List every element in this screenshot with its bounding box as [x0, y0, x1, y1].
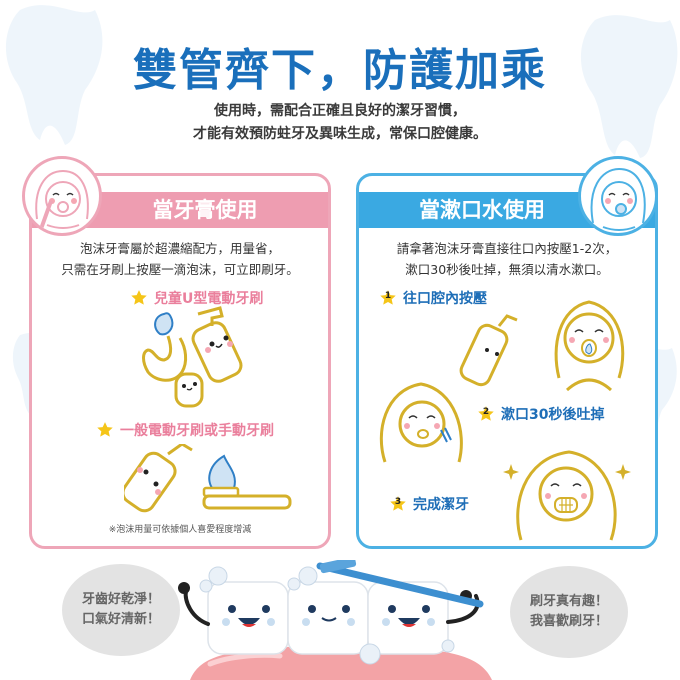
- star-number-icon: 2: [477, 405, 495, 423]
- clean-teeth-smile-illustration: [503, 450, 631, 541]
- bubble-left-line-2: 口氣好清新！: [81, 612, 160, 627]
- girl-brushing-avatar: [22, 156, 102, 236]
- mouthwash-desc-line-2: 漱口30秒後吐掉，無須以清水漱口。: [405, 262, 609, 277]
- mouthwash-card-description: 請拿著泡沫牙膏直接往口內按壓1-2次， 漱口30秒後吐掉，無須以清水漱口。: [359, 238, 655, 280]
- item-label: 兒童U型電動牙刷: [154, 291, 264, 307]
- bubble-right-line-2: 我喜歡刷牙！: [529, 614, 608, 629]
- bubble-left-line-1: 牙齒好乾淨！: [81, 592, 160, 607]
- happy-teeth-illustration: [178, 560, 492, 680]
- step-2: 2 漱口30秒後吐掉: [477, 404, 604, 424]
- step-label: 漱口30秒後吐掉: [501, 407, 605, 423]
- foam-amount-note: ※泡沫用量可依據個人喜愛程度增減: [108, 525, 252, 535]
- background-tooth-icon: [580, 15, 678, 158]
- step-label: 完成潔牙: [413, 497, 469, 513]
- background-tooth-icon: [5, 5, 103, 146]
- bubble-right-line-1: 刷牙真有趣！: [529, 594, 608, 609]
- mouthwash-usage-card: 當漱口水使用 請拿著泡沫牙膏直接往口內按壓1-2次， 漱口30秒後吐掉，無須以清…: [356, 173, 658, 549]
- press-into-mouth-illustration: [459, 300, 625, 392]
- step-1: 1 往口腔內按壓: [379, 288, 487, 308]
- general-brush-item: 一般電動牙刷或手動牙刷: [96, 420, 274, 440]
- speech-bubble-right: 刷牙真有趣！ 我喜歡刷牙！: [510, 566, 628, 658]
- mouthwash-desc-line-1: 請拿著泡沫牙膏直接往口內按壓1-2次，: [396, 241, 618, 256]
- star-icon: [130, 289, 148, 307]
- page-title: 雙管齊下，防護加乘: [133, 45, 547, 96]
- rinse-spit-illustration: [379, 382, 463, 463]
- step-label: 往口腔內按壓: [403, 291, 487, 307]
- toothpaste-desc-line-1: 泡沫牙膏屬於超濃縮配方，用量省，: [79, 241, 280, 256]
- star-icon: [96, 421, 114, 439]
- girl-brushing-icon: [35, 169, 89, 230]
- speech-bubble-left: 牙齒好乾淨！ 口氣好清新！: [62, 564, 180, 656]
- star-number-icon: 3: [389, 495, 407, 513]
- kids-u-brush-item: 兒童U型電動牙刷: [130, 288, 263, 308]
- page-subtitle: 使用時，需配合正確且良好的潔牙習慣， 才能有效預防蛀牙及異味生成，常保口腔健康。: [0, 100, 680, 146]
- toothpaste-card-description: 泡沫牙膏屬於超濃縮配方，用量省， 只需在牙刷上按壓一滴泡沫，可立即刷牙。: [32, 238, 328, 280]
- item-label: 一般電動牙刷或手動牙刷: [120, 423, 274, 439]
- star-number-icon: 1: [379, 289, 397, 307]
- u-brush-bottle-illustration: [142, 306, 243, 408]
- toothpaste-desc-line-2: 只需在牙刷上按壓一滴泡沫，可立即刷牙。: [61, 262, 299, 277]
- girl-mouthwash-icon: [590, 167, 646, 231]
- subtitle-line-1: 使用時，需配合正確且良好的潔牙習慣，: [214, 103, 466, 119]
- step-3: 3 完成潔牙: [389, 494, 469, 514]
- girl-mouthwash-avatar: [578, 156, 658, 236]
- bottle-toothbrush-illustration: [124, 444, 292, 513]
- subtitle-line-2: 才能有效預防蛀牙及異味生成，常保口腔健康。: [193, 126, 487, 142]
